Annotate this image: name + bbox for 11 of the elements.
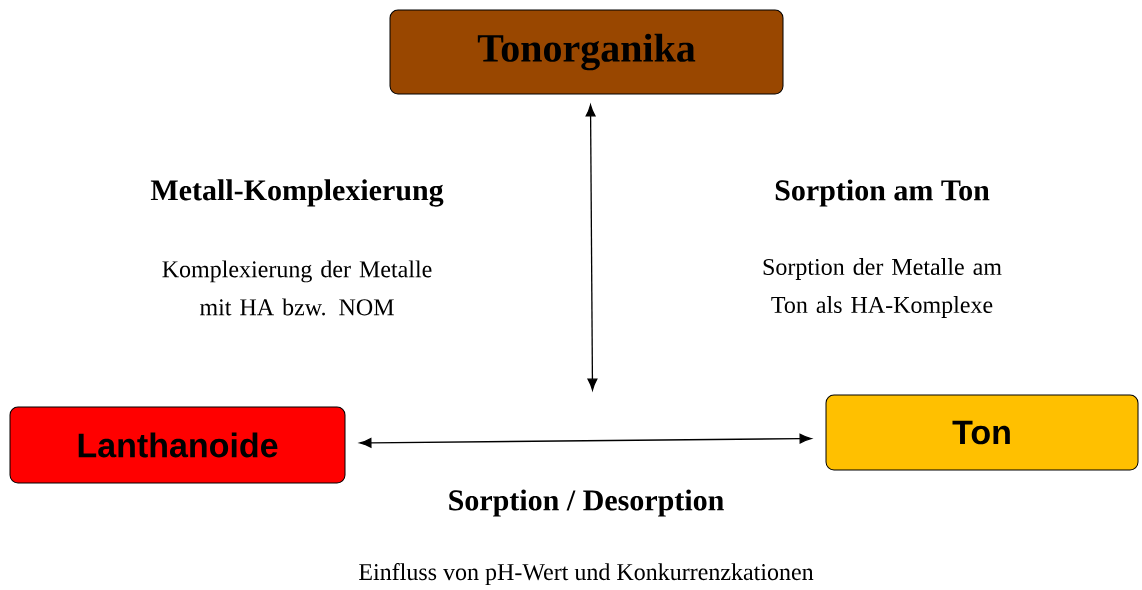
description: Einfluss von pH-Wert und Konkurrenzkationen bbox=[359, 563, 814, 585]
heading: Sorption / Desorption bbox=[449, 489, 724, 517]
description: Komplexierung der Metalle mit HA bzw. NOM bbox=[162, 260, 432, 316]
heading: Metall-Komplexierung bbox=[150, 179, 444, 207]
process-box: Ton bbox=[825, 394, 1139, 471]
arrow bbox=[585, 104, 598, 391]
process-box: Lanthanoide bbox=[9, 406, 346, 484]
process-box: Tonorganika bbox=[389, 9, 784, 95]
arrow bbox=[359, 433, 812, 448]
heading: Sorption am Ton bbox=[775, 179, 990, 207]
description: Sorption der Metalle am Ton als HA-Komplexe bbox=[763, 258, 1002, 318]
